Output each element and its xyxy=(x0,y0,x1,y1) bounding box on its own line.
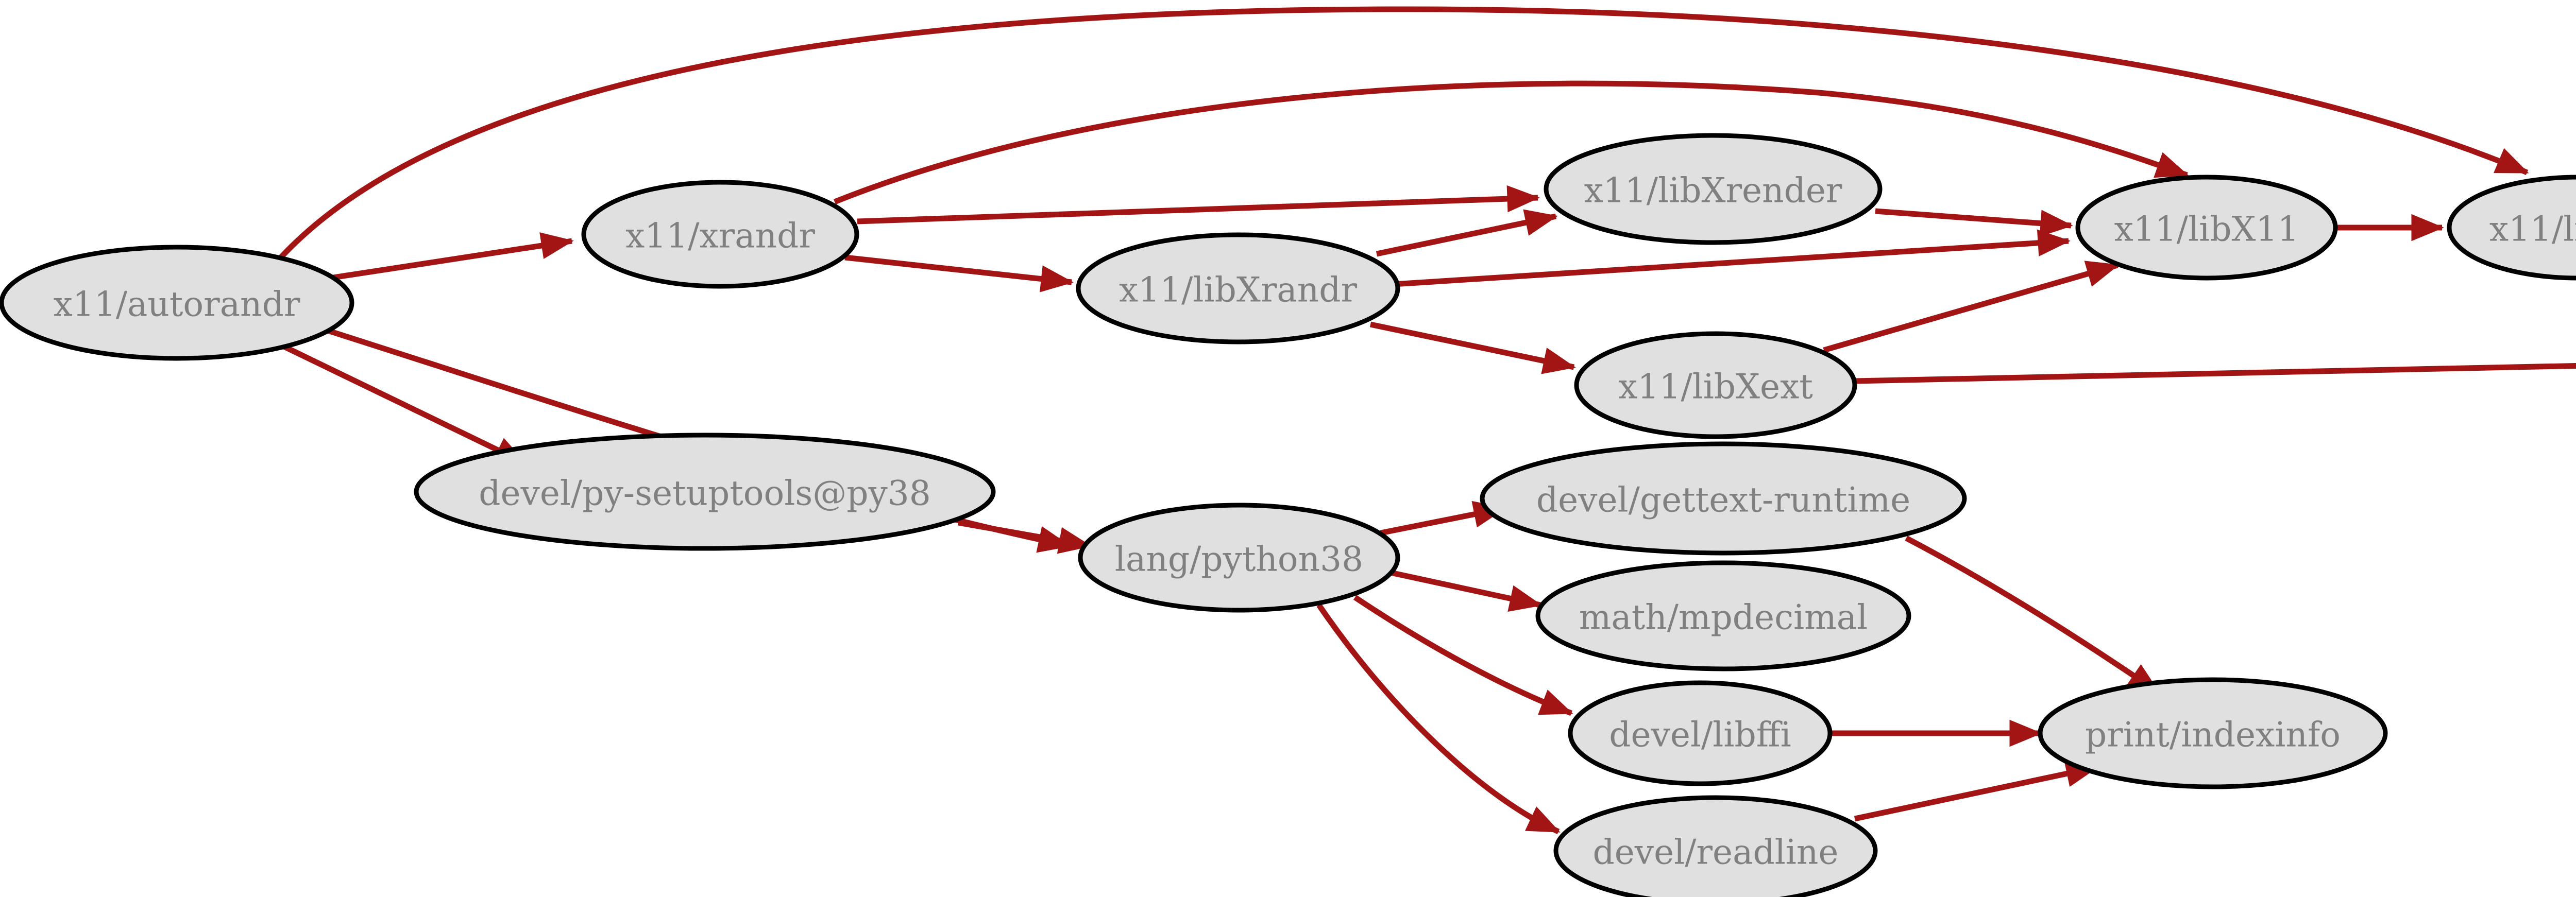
graph-edge-arrowhead xyxy=(539,232,574,259)
node-ellipse[interactable] xyxy=(581,180,859,289)
node-ellipse[interactable] xyxy=(1535,560,1911,671)
graph-edge xyxy=(1316,603,1560,835)
graph-edge-arrowhead xyxy=(1507,585,1543,612)
graph-node-libffi[interactable]: devel/libffi xyxy=(1568,680,1833,786)
graph-edge-arrowhead xyxy=(2009,719,2042,747)
graph-edge xyxy=(1875,208,2072,229)
node-ellipse[interactable] xyxy=(2447,175,2576,281)
graph-node-xrandr[interactable]: x11/xrandr xyxy=(581,180,859,289)
graph-node-libxcb[interactable]: x11/libxcb xyxy=(2447,175,2576,281)
graph-edge-arrowhead xyxy=(2154,152,2189,178)
nodes-layer: x11/autorandr x11/xrandr x11/libXrandr x11/… xyxy=(0,133,2576,897)
node-ellipse[interactable] xyxy=(1544,133,1883,245)
graph-node-indexinfo[interactable]: print/indexinfo xyxy=(2038,677,2388,789)
graph-edge-arrowhead xyxy=(1523,209,1558,236)
graph-edge-arrowhead xyxy=(2039,210,2073,237)
graph-node-readline[interactable]: devel/readline xyxy=(1553,795,1878,897)
graph-edge-arrowhead xyxy=(1524,806,1561,833)
graph-node-mpdecimal[interactable]: math/mpdecimal xyxy=(1535,560,1911,671)
node-ellipse[interactable] xyxy=(1574,331,1857,439)
graph-edge-arrowhead xyxy=(2037,229,2071,256)
graph-edge xyxy=(1369,321,1575,370)
graph-node-libXrender[interactable]: x11/libXrender xyxy=(1544,133,1883,245)
graph-edge xyxy=(1393,238,2069,287)
graph-edge xyxy=(1905,536,2161,695)
graph-edge-arrowhead xyxy=(2411,214,2444,242)
edges-layer xyxy=(278,6,2576,835)
graph-edge xyxy=(857,195,1538,225)
node-ellipse[interactable] xyxy=(0,245,354,361)
node-ellipse[interactable] xyxy=(1480,441,1967,556)
node-ellipse[interactable] xyxy=(2075,175,2338,281)
graph-edge xyxy=(279,342,527,466)
graph-edge xyxy=(1823,262,2119,353)
graph-node-gettext_runtime[interactable]: devel/gettext-runtime xyxy=(1480,441,1967,556)
graph-edge-arrowhead xyxy=(2493,148,2529,174)
graph-edge-arrowhead xyxy=(2084,261,2120,287)
graph-edge xyxy=(1854,764,2098,822)
graph-edge xyxy=(1854,363,2576,384)
graph-edge xyxy=(278,6,2529,260)
graph-edge xyxy=(844,254,1072,285)
graph-node-autorandr[interactable]: x11/autorandr xyxy=(0,245,354,361)
node-ellipse[interactable] xyxy=(1078,503,1400,613)
graph-edge-arrowhead xyxy=(1538,689,1573,715)
node-ellipse[interactable] xyxy=(2038,677,2388,789)
graph-edge-arrowhead xyxy=(1040,265,1074,292)
graph-edge xyxy=(833,80,2188,205)
graph-edge-arrowhead xyxy=(1541,348,1576,374)
graph-edge xyxy=(329,238,572,281)
graph-edge-arrowhead xyxy=(1506,185,1540,213)
graph-node-python38[interactable]: lang/python38 xyxy=(1078,503,1400,613)
node-ellipse[interactable] xyxy=(1076,232,1400,344)
graph-node-libXext[interactable]: x11/libXext xyxy=(1574,331,1857,439)
node-ellipse[interactable] xyxy=(1568,680,1833,786)
graph-node-libXrandr[interactable]: x11/libXrandr xyxy=(1076,232,1400,344)
node-ellipse[interactable] xyxy=(414,433,996,551)
node-ellipse[interactable] xyxy=(1553,795,1878,897)
graph-node-py_setuptools[interactable]: devel/py-setuptools@py38 xyxy=(414,433,996,551)
graph-node-libX11[interactable]: x11/libX11 xyxy=(2075,175,2338,281)
